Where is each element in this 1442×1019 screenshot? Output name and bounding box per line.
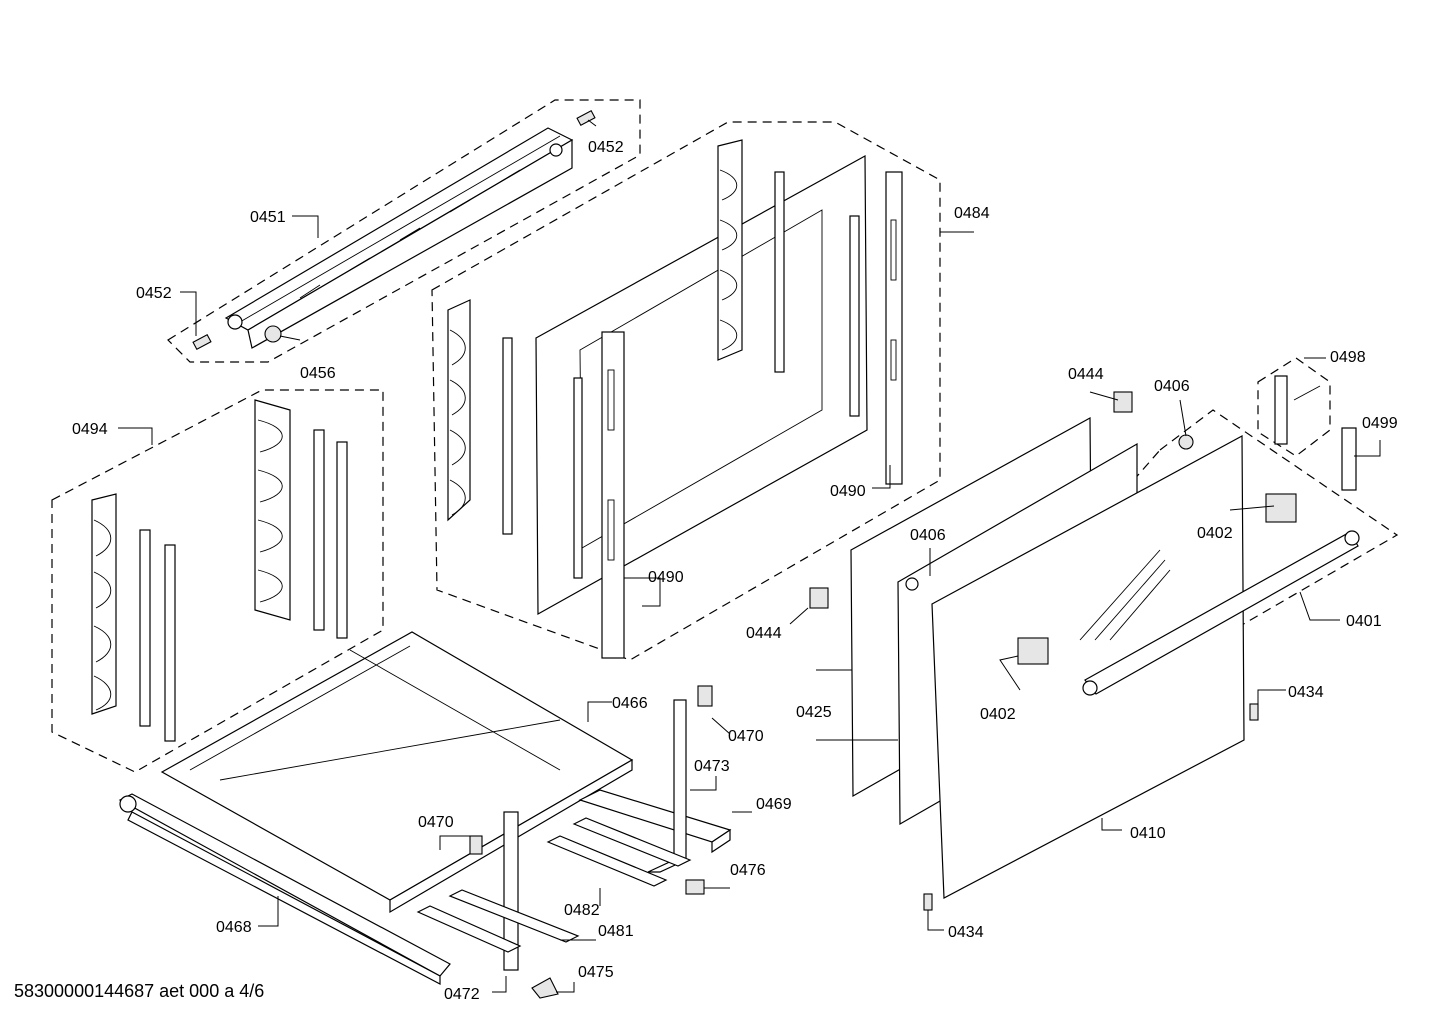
label-0484: 0484 <box>954 205 990 222</box>
handle-mount-0402-upper <box>1265 493 1297 523</box>
label-0452-left: 0452 <box>136 285 172 302</box>
label-0481: 0481 <box>598 923 634 940</box>
group-0451-outline <box>167 99 641 363</box>
pin-0452-top <box>576 109 596 127</box>
group-0494-outline <box>51 389 384 773</box>
handle-mount-0402-lower <box>1017 637 1049 665</box>
label-0470-top: 0470 <box>728 728 764 745</box>
label-0482: 0482 <box>564 902 600 919</box>
stopper-0434-left <box>923 893 933 911</box>
rear-rail-0469 <box>578 789 732 854</box>
slide-0482 <box>546 817 692 887</box>
inner-panel-0484 <box>535 154 868 616</box>
hinge-clip-0444-upper <box>1113 391 1133 413</box>
hinge-0490-right <box>885 171 903 485</box>
label-0456: 0456 <box>300 365 336 382</box>
side-rack-upper-right <box>717 139 860 417</box>
label-0499: 0499 <box>1362 415 1398 432</box>
strip-0499 <box>1341 427 1357 491</box>
label-0490-right: 0490 <box>830 483 866 500</box>
label-0466: 0466 <box>612 695 648 712</box>
label-0425: 0425 <box>796 704 832 721</box>
group-0484-outline <box>431 121 941 661</box>
label-0490-left: 0490 <box>648 569 684 586</box>
hinge-0490-left <box>573 331 625 659</box>
label-0452-top: 0452 <box>588 139 624 156</box>
label-0444-lower: 0444 <box>746 625 782 642</box>
label-0434-right: 0434 <box>1288 684 1324 701</box>
slide-0481 <box>416 889 580 953</box>
bracket-0498 <box>1274 375 1321 445</box>
drawing-identifier: 58300000144687 aet 000 a 4/6 <box>14 981 265 1001</box>
label-0406-upper: 0406 <box>1154 378 1190 395</box>
clip-0476 <box>685 879 705 895</box>
label-0402-upper: 0402 <box>1197 525 1233 542</box>
cap-0456 <box>264 325 282 343</box>
label-0475: 0475 <box>578 964 614 981</box>
label-0402-lower: 0402 <box>980 706 1016 723</box>
clip-0470-top <box>697 685 713 707</box>
label-0498: 0498 <box>1330 349 1366 366</box>
side-rack-0494-right <box>254 399 348 639</box>
upright-0472 <box>503 811 519 971</box>
label-0451: 0451 <box>250 209 286 226</box>
group-0498-outline <box>1257 357 1331 457</box>
label-0469: 0469 <box>756 796 792 813</box>
side-rack-upper-left <box>447 299 513 535</box>
label-0472: 0472 <box>444 986 480 1003</box>
leader-lines <box>118 119 1381 993</box>
label-0470-lower: 0470 <box>418 814 454 831</box>
label-0410: 0410 <box>1130 825 1166 842</box>
hinge-clip-0444-lower <box>809 587 829 609</box>
spacer-0406 <box>1178 434 1194 450</box>
label-0406-lower: 0406 <box>910 527 946 544</box>
label-0468: 0468 <box>216 919 252 936</box>
clip-0475 <box>531 977 559 999</box>
side-rack-0494-left <box>91 493 176 742</box>
door-handle-0401 <box>1082 530 1360 696</box>
label-0401: 0401 <box>1346 613 1382 630</box>
stopper-0434-right <box>1249 703 1259 721</box>
label-0473: 0473 <box>694 758 730 775</box>
label-0444-upper: 0444 <box>1068 366 1104 383</box>
outer-door-0410 <box>931 434 1245 899</box>
telescopic-rail-0468 <box>118 793 451 985</box>
clip-0470-lower <box>469 835 483 855</box>
pin-0452-left <box>192 333 212 351</box>
trim-strip-0451 <box>224 127 574 349</box>
label-0494: 0494 <box>72 421 108 438</box>
label-0434-left: 0434 <box>948 924 984 941</box>
label-0476: 0476 <box>730 862 766 879</box>
